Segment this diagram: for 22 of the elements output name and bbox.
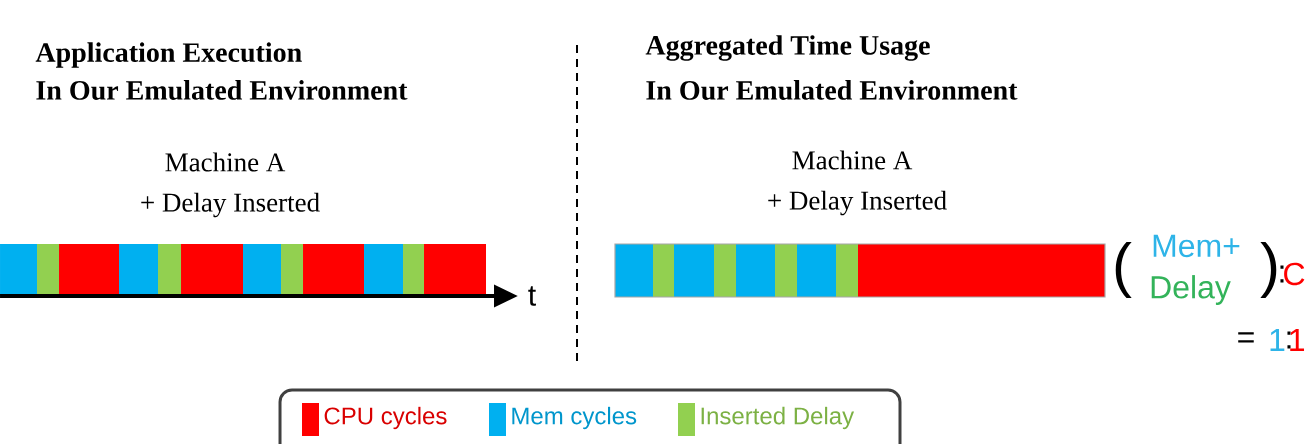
formula-text: 1 (1290, 329, 1304, 351)
heading: In Our Emulated Environment (646, 80, 1018, 100)
machine-label: + Delay Inserted (768, 190, 947, 216)
machine-label: Machine A (792, 150, 913, 170)
formula-text: = (1238, 332, 1254, 343)
axis-label: t (528, 286, 536, 306)
formula-text: Mem+ (1153, 234, 1240, 258)
formula-text: : (1287, 331, 1291, 349)
heading: Application Execution (35, 42, 302, 68)
formula-text: C (1284, 262, 1305, 286)
machine-label: Machine A (165, 152, 286, 172)
legend-label: CPU cycles (324, 406, 447, 430)
machine-label: + Delay Inserted (141, 192, 320, 218)
heading: Aggregated Time Usage (645, 35, 930, 61)
formula-text: Delay (1151, 275, 1231, 305)
parenthesis: ) (1260, 242, 1277, 298)
formula-text: 1 (1270, 329, 1285, 351)
legend-label: Mem cycles (512, 406, 637, 430)
parenthesis: ( (1115, 242, 1132, 298)
legend-label: Inserted Delay (701, 406, 855, 430)
formula-text: : (1280, 265, 1284, 283)
heading: In Our Emulated Environment (36, 80, 408, 100)
